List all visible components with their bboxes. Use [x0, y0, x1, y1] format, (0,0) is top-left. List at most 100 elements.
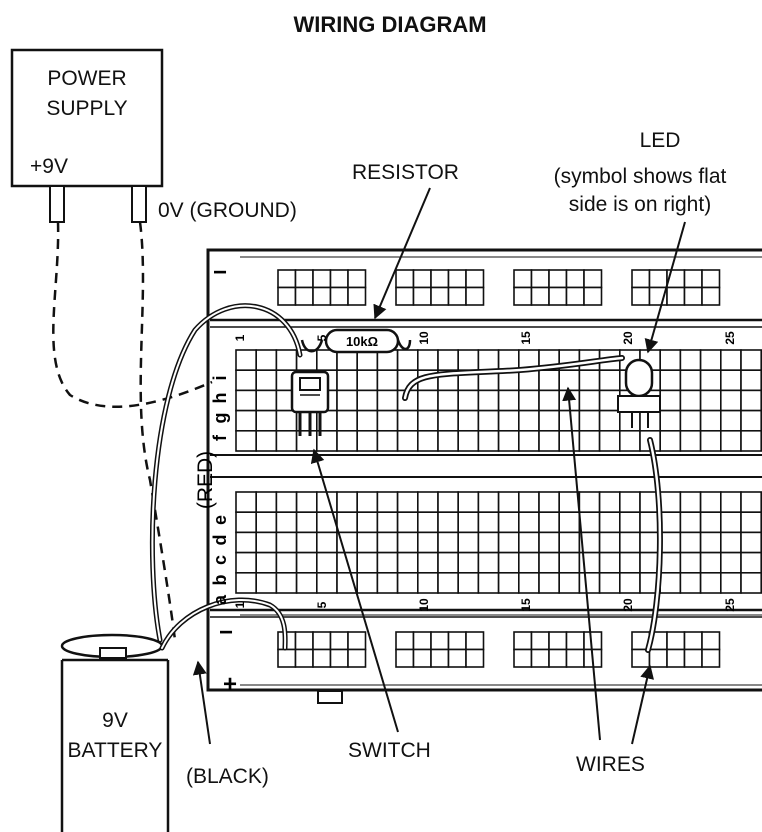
rail-hole [347, 286, 367, 306]
rail-hole [631, 269, 651, 289]
rail-hole [447, 269, 467, 289]
breadboard-hole [356, 571, 379, 594]
breadboard-hole [477, 551, 500, 574]
rail-hole [666, 648, 686, 668]
breadboard-hole [336, 389, 359, 412]
breadboard-hole [679, 409, 702, 432]
rail-hole [565, 631, 585, 651]
breadboard-hole [740, 491, 762, 514]
breadboard-hole [275, 409, 298, 432]
breadboard-hole [538, 531, 561, 554]
breadboard-hole [416, 551, 439, 574]
breadboard-hole [356, 551, 379, 574]
power-supply-label-line2: SUPPLY [46, 97, 128, 120]
rail-hole [294, 631, 314, 651]
breadboard-hole [699, 369, 722, 392]
breadboard-hole [618, 491, 641, 514]
breadboard-hole [255, 531, 278, 554]
breadboard-hole [699, 429, 722, 452]
rail-hole [548, 631, 568, 651]
breadboard-hole [578, 409, 601, 432]
breadboard-hole [376, 491, 399, 514]
bottom-row-letter: d [210, 535, 230, 546]
rail-hole [395, 286, 415, 306]
breadboard-hole [558, 429, 581, 452]
breadboard-hole [497, 491, 520, 514]
breadboard-hole [295, 511, 318, 534]
breadboard-hole [235, 389, 258, 412]
rail-hole [513, 286, 533, 306]
breadboard-hole [639, 409, 662, 432]
breadboard-hole [356, 531, 379, 554]
breadboard-hole [336, 409, 359, 432]
battery [60, 633, 170, 832]
breadboard-hole [618, 409, 641, 432]
breadboard-hole [437, 349, 460, 372]
top-column-number: 20 [621, 331, 635, 345]
black-wire-arrow [192, 660, 211, 745]
breadboard-hole [477, 429, 500, 452]
breadboard-hole [659, 511, 682, 534]
breadboard-hole [255, 349, 278, 372]
breadboard-hole [396, 409, 419, 432]
rail-hole [465, 648, 485, 668]
breadboard-hole [376, 409, 399, 432]
breadboard-hole [497, 429, 520, 452]
bottom-row-letter: a [210, 594, 230, 605]
breadboard-hole [376, 531, 399, 554]
rail-hole [347, 648, 367, 668]
bottom-row-letter: e [210, 515, 230, 525]
leader-lines [192, 187, 686, 745]
black-wire-label: (BLACK) [186, 765, 269, 788]
breadboard-hole [538, 429, 561, 452]
breadboard-hole [558, 369, 581, 392]
rail-hole [530, 286, 550, 306]
breadboard-foot [317, 690, 343, 704]
switch-arrow [310, 448, 399, 733]
breadboard-hole [235, 571, 258, 594]
led-arrow [644, 221, 686, 354]
breadboard-hole [356, 429, 379, 452]
top-column-number: 10 [417, 331, 431, 345]
breadboard-hole [679, 389, 702, 412]
breadboard-hole [255, 511, 278, 534]
breadboard-hole [679, 429, 702, 452]
breadboard-hole [315, 551, 338, 574]
breadboard-hole [740, 551, 762, 574]
breadboard-hole [558, 511, 581, 534]
top-column-number: 15 [519, 331, 533, 345]
breadboard-hole [235, 429, 258, 452]
breadboard-hole [437, 409, 460, 432]
breadboard-hole [356, 389, 379, 412]
rail-hole [583, 631, 603, 651]
breadboard-hole [416, 571, 439, 594]
breadboard-hole [659, 349, 682, 372]
breadboard-hole [336, 491, 359, 514]
rail-hole [347, 269, 367, 289]
rail-hole [395, 269, 415, 289]
breadboard-hole [396, 571, 419, 594]
resistor [300, 328, 412, 354]
breadboard-hole [740, 511, 762, 534]
rail-hole [465, 631, 485, 651]
breadboard-hole [558, 571, 581, 594]
breadboard-hole [396, 531, 419, 554]
breadboard-hole [255, 429, 278, 452]
breadboard-hole [255, 491, 278, 514]
rail-hole [329, 286, 349, 306]
breadboard-hole [598, 369, 621, 392]
breadboard-hole [740, 571, 762, 594]
breadboard-hole [719, 571, 742, 594]
breadboard-hole [477, 571, 500, 594]
led-note-line1: (symbol shows flat [553, 165, 727, 188]
breadboard-hole [235, 531, 258, 554]
rail-hole [294, 648, 314, 668]
breadboard-hole [437, 389, 460, 412]
breadboard-hole [538, 369, 561, 392]
rail-hole [701, 648, 721, 668]
breadboard-hole [336, 429, 359, 452]
battery-label-line1: 9V [102, 709, 128, 732]
led-label: LED [639, 129, 681, 152]
rail-hole [513, 648, 533, 668]
